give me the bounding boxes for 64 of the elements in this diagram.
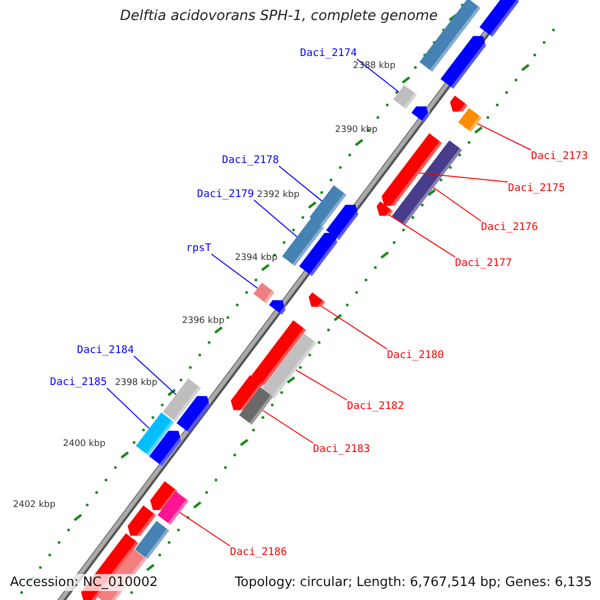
leader-line — [295, 370, 348, 400]
tick-label: 2396 kbp — [182, 316, 224, 326]
gene-label: Daci_2185 — [50, 376, 107, 388]
gene-label: Daci_2176 — [481, 221, 538, 233]
gene-block — [149, 430, 182, 466]
leader-line — [278, 166, 322, 202]
gene-block — [269, 300, 287, 315]
leader-line — [262, 410, 314, 444]
footer-text: Topology: circular; Length: 6,767,514 bp; Genes: 6,135 — [232, 574, 594, 591]
gene-block — [253, 282, 275, 304]
gene-label: Daci_2184 — [77, 344, 134, 356]
leader-line — [210, 254, 258, 289]
gene-label: Daci_2182 — [347, 400, 404, 412]
gene-block — [308, 292, 325, 310]
gene-block — [128, 505, 156, 539]
gene-block — [440, 36, 488, 89]
gene-label: Daci_2180 — [387, 349, 444, 361]
tick-label: 2402 kbp — [13, 500, 56, 510]
gene-block — [382, 133, 442, 209]
gene-block — [310, 185, 346, 227]
leader-line — [389, 214, 456, 258]
tick-label: 2400 kbp — [63, 439, 106, 449]
gene-block — [480, 0, 520, 37]
gene-label: Daci_2178 — [222, 154, 279, 166]
gene-label: Daci_2177 — [455, 257, 512, 269]
gene-block — [282, 218, 324, 266]
gene-label: Daci_2173 — [531, 150, 588, 162]
leader-line — [106, 388, 150, 429]
gene-label: Daci_2179 — [197, 188, 254, 200]
gene-block — [458, 108, 482, 132]
leader-line — [433, 187, 482, 222]
leader-line — [133, 356, 177, 396]
gene-label: Daci_2183 — [313, 443, 370, 455]
tick-label: 2392 kbp — [257, 190, 300, 200]
gene-label: rpsT — [186, 242, 212, 254]
gene-block — [176, 396, 212, 433]
gene-block — [393, 85, 417, 109]
leader-line — [476, 123, 532, 150]
gene-block — [158, 491, 188, 525]
gene-block — [392, 140, 462, 226]
leader-line — [253, 200, 298, 238]
gene-block — [411, 106, 430, 122]
leader-line — [418, 172, 508, 182]
tick-label: 2390 kbp — [335, 125, 378, 135]
gene-block — [134, 520, 170, 560]
gene-block — [252, 320, 306, 388]
leader-line — [179, 512, 230, 546]
gene-block — [162, 378, 202, 422]
leader-line — [356, 58, 400, 93]
gene-block — [230, 375, 263, 414]
chart-title: Delftia acidovorans SPH-1, complete genome — [120, 8, 438, 24]
gene-block — [376, 201, 393, 219]
gene-label: Daci_2175 — [508, 182, 565, 194]
gene-block — [261, 333, 317, 399]
tick-label: 2398 kbp — [115, 378, 158, 388]
gene-block — [136, 412, 174, 456]
gene-block — [326, 204, 360, 240]
leader-line — [321, 306, 388, 350]
gene-block — [239, 387, 273, 425]
gene-block — [299, 232, 338, 276]
gene-block — [450, 96, 468, 115]
gene-label: Daci_2174 — [300, 47, 357, 59]
tick-label: 2394 kbp — [235, 253, 278, 263]
gene-label: Daci_2186 — [230, 546, 287, 558]
